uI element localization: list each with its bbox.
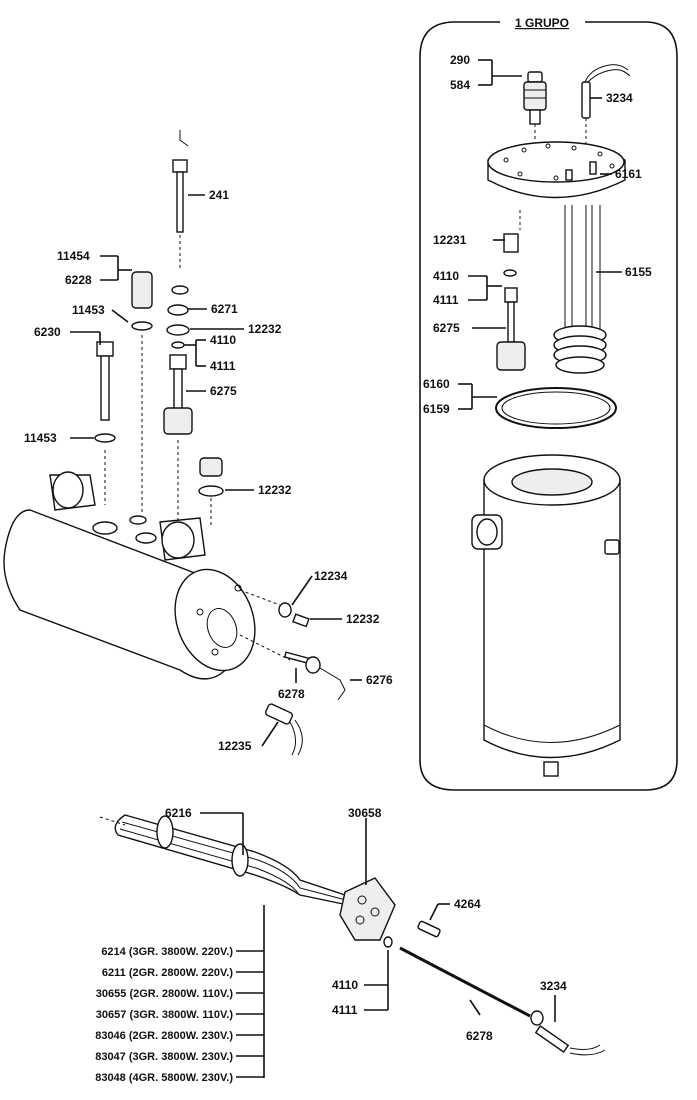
label-6161: 6161 <box>615 167 642 181</box>
label-11454: 11454 <box>57 249 90 263</box>
label-6276: 6276 <box>366 673 393 687</box>
label-12232: 12232 <box>346 612 380 626</box>
label-4111: 4111 <box>332 1003 358 1017</box>
label-6160: 6160 <box>423 377 450 391</box>
label-12235: 12235 <box>218 739 252 753</box>
variant-item: 30657 (3GR. 3800W. 110V.) <box>96 1009 234 1021</box>
label-30658: 30658 <box>348 806 382 820</box>
label-4111: 4111 <box>433 293 459 307</box>
label-3234: 3234 <box>606 91 633 105</box>
label-4110: 4110 <box>433 269 459 283</box>
label-12232: 12232 <box>248 322 282 336</box>
group-nipple-parts <box>496 233 526 371</box>
probe-part <box>581 64 631 150</box>
label-6278: 6278 <box>466 1029 493 1043</box>
label-6228: 6228 <box>65 273 92 287</box>
label-12231: 12231 <box>433 233 467 247</box>
horizontal-boiler-body <box>3 471 256 680</box>
valve-part <box>523 71 547 150</box>
variant-item: 6211 (2GR. 2800W. 220V.) <box>102 967 233 979</box>
bottom-heating-element <box>99 814 606 1056</box>
label-12232: 12232 <box>258 483 292 497</box>
side-fittings <box>239 589 346 756</box>
leader-lines <box>70 59 622 1078</box>
label-241: 241 <box>209 188 229 202</box>
variant-item: 83047 (3GR. 3800W. 230V.) <box>95 1051 233 1063</box>
variant-item: 6214 (3GR. 3800W. 220V.) <box>101 946 233 958</box>
variant-item: 83048 (4GR. 5800W. 230V.) <box>95 1072 233 1084</box>
label-11453: 11453 <box>24 431 57 445</box>
group-box: 1 GRUPO <box>419 16 678 791</box>
label-11453: 11453 <box>72 303 105 317</box>
group-boiler-body <box>471 454 621 777</box>
label-4264: 4264 <box>454 897 481 911</box>
left-parts-stack <box>94 130 224 525</box>
element-variant-list: 6214 (3GR. 3800W. 220V.) 6211 (2GR. 2800… <box>95 946 233 1084</box>
gasket-part <box>495 387 617 429</box>
variant-item: 83046 (2GR. 2800W. 230V.) <box>95 1030 233 1042</box>
label-6155: 6155 <box>625 265 652 279</box>
label-6275: 6275 <box>433 321 460 335</box>
group-title: 1 GRUPO <box>515 16 569 30</box>
label-4111: 4111 <box>210 359 236 373</box>
label-6159: 6159 <box>423 402 450 416</box>
label-4110: 4110 <box>210 333 236 347</box>
label-6271: 6271 <box>211 302 238 316</box>
part-labels: 290 584 3234 6161 12231 6155 4110 4111 6… <box>24 53 652 1043</box>
label-584: 584 <box>450 78 470 92</box>
label-4110: 4110 <box>332 978 358 992</box>
heating-element-part <box>519 205 607 374</box>
label-6230: 6230 <box>34 325 61 339</box>
label-6275: 6275 <box>210 384 237 398</box>
label-290: 290 <box>450 53 470 67</box>
flange-part <box>487 141 626 199</box>
label-6216: 6216 <box>165 806 192 820</box>
label-12234: 12234 <box>314 569 348 583</box>
variant-item: 30655 (2GR. 2800W. 110V.) <box>96 988 234 1000</box>
label-6278: 6278 <box>278 687 305 701</box>
label-3234: 3234 <box>540 979 567 993</box>
